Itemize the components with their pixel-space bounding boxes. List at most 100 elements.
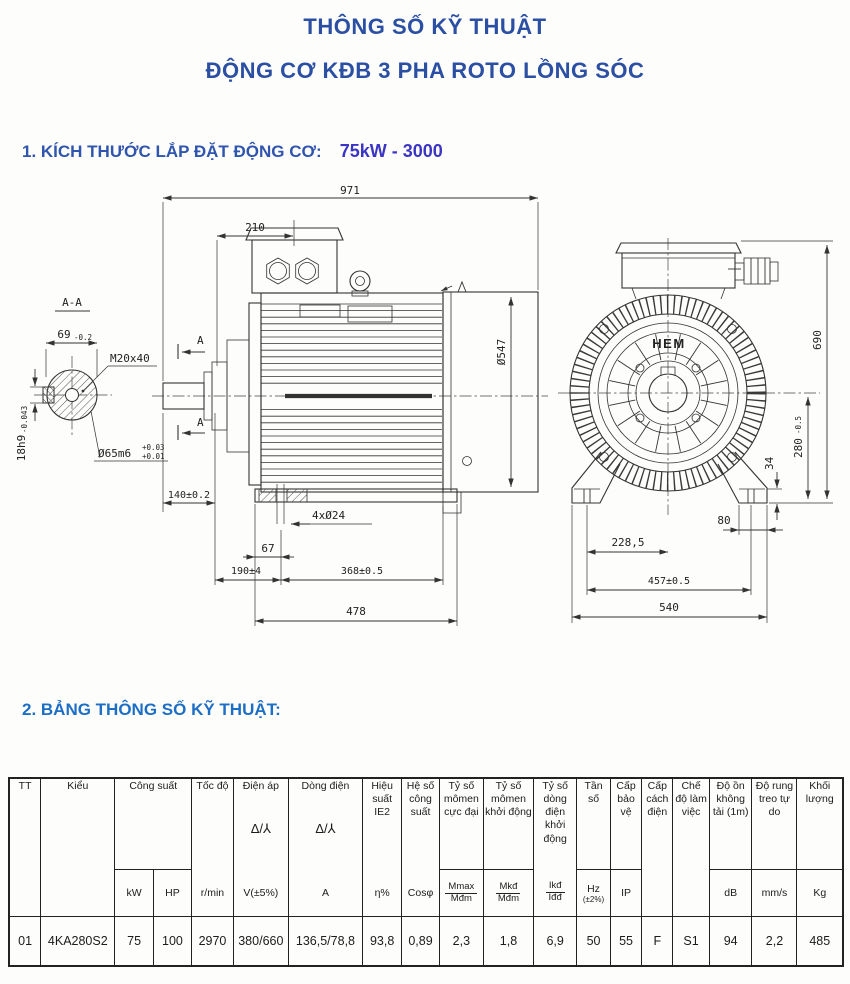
section1-heading: 1. KÍCH THƯỚC LẮP ĐẶT ĐỘNG CƠ:75kW - 300… xyxy=(22,141,443,162)
unit-power-factor: Cosφ xyxy=(401,869,440,917)
dim-shaft-length: 140±0.2 xyxy=(168,490,210,501)
svg-text:690: 690 xyxy=(811,330,824,350)
cell-insulation: F xyxy=(641,916,674,967)
dim-shaft-to-foot: 190±4 xyxy=(231,566,261,577)
front-view: HEM 690 280 -0.5 xyxy=(558,238,833,623)
dim-shaft-dia: Ø65m6 xyxy=(98,447,131,460)
dim-foot-length: 478 xyxy=(346,605,366,618)
unit-efficiency: η% xyxy=(362,869,403,917)
cell-model: 4KA280S2 xyxy=(40,916,116,967)
section1-label: 1. KÍCH THƯỚC LẮP ĐẶT ĐỘNG CƠ: xyxy=(22,142,322,161)
dim-thread: M20x40 xyxy=(110,352,150,365)
unit-voltage: V(±5%) xyxy=(232,869,289,917)
delta-star-symbol: Δ/⅄ xyxy=(315,821,336,837)
side-view: A A 971 210 Ø547 140±0.2 4xØ2 xyxy=(152,184,548,626)
svg-text:-0.043: -0.043 xyxy=(20,406,29,433)
cell-power-factor: 0,89 xyxy=(401,916,440,967)
svg-text:Ø547: Ø547 xyxy=(495,339,508,366)
dim-foot-holes: 4xØ24 xyxy=(312,509,345,522)
cell-freq: 50 xyxy=(576,916,611,967)
dim-key-section: 18h9 -0.043 xyxy=(15,406,29,461)
delta-star-symbol: Δ/⅄ xyxy=(250,821,271,837)
section2-label: 2. BẢNG THÔNG SỐ KỸ THUẬT: xyxy=(22,700,281,719)
svg-text:34: 34 xyxy=(763,456,776,470)
dim-foot-span-front: 457±0.5 xyxy=(648,576,690,587)
dim-box-offset: 210 xyxy=(245,221,265,234)
col-header-torque-max: Tỷ số mômen cực đại xyxy=(438,777,484,870)
cell-mass: 485 xyxy=(796,916,844,967)
cell-current-start: 6,9 xyxy=(532,916,578,967)
unit-kw: kW xyxy=(114,869,154,917)
section-view-label: A-A xyxy=(62,296,82,309)
col-header-current: Dòng điện Δ/⅄ xyxy=(287,777,364,870)
section-marker-bottom: A xyxy=(197,416,204,429)
dim-foot-span-side: 368±0.5 xyxy=(341,566,383,577)
svg-text:18h9: 18h9 xyxy=(15,435,28,462)
svg-text:280: 280 xyxy=(792,438,805,458)
spec-table-wrap: TT Kiểu Công suất Tốc độ Điện áp Δ/⅄ Dòn… xyxy=(8,777,844,967)
unit-mass: Kg xyxy=(796,869,844,917)
dim-shaft-dia-tol-upper: +0.03 xyxy=(142,443,165,452)
col-header-torque-start: Tỷ số mômen khởi động xyxy=(482,777,534,870)
cell-tt: 01 xyxy=(8,916,42,967)
page-title-line2: ĐỘNG CƠ KĐB 3 PHA ROTO LỒNG SÓC xyxy=(205,58,645,83)
col-header-insulation: Cấp cách điện xyxy=(641,777,674,917)
spec-table: TT Kiểu Công suất Tốc độ Điện áp Δ/⅄ Dòn… xyxy=(8,777,844,967)
col-header-efficiency: Hiệu suất IE2 xyxy=(362,777,403,870)
col-header-model: Kiểu xyxy=(40,777,116,917)
dim-shaft-height: 280 -0.5 xyxy=(792,416,805,458)
cell-hp: 100 xyxy=(152,916,193,967)
cell-protection: 55 xyxy=(609,916,643,967)
table-row: 01 4KA280S2 75 100 2970 380/660 136,5/78… xyxy=(8,916,844,967)
col-header-vibration: Độ rung treo tự do xyxy=(751,777,798,870)
dim-foot-pad-height: 34 xyxy=(763,456,776,470)
svg-text:-0.5: -0.5 xyxy=(794,416,803,434)
dim-half-foot-span: 228,5 xyxy=(611,536,644,549)
unit-protection: IP xyxy=(609,869,643,917)
cell-efficiency: 93,8 xyxy=(362,916,403,967)
col-header-voltage: Điện áp Δ/⅄ xyxy=(232,777,289,870)
unit-speed: r/min xyxy=(191,869,234,917)
cell-voltage: 380/660 xyxy=(232,916,289,967)
col-header-duty: Chế độ làm việc xyxy=(672,777,710,917)
col-header-tt: TT xyxy=(8,777,42,917)
dim-key-flat: 69 xyxy=(57,328,70,341)
cell-kw: 75 xyxy=(114,916,154,967)
unit-current: A xyxy=(287,869,364,917)
unit-hp: HP xyxy=(152,869,193,917)
cell-speed: 2970 xyxy=(191,916,234,967)
dim-foot-pad-width: 80 xyxy=(717,514,730,527)
dim-end-shield-dia: Ø547 xyxy=(495,339,508,366)
col-header-current-start: Tỷ số dòng điện khởi động xyxy=(532,777,578,870)
col-header-mass: Khối lượng xyxy=(796,777,844,870)
shaft-section-view: A-A 69 -0.2 M20x40 Ø65m6 +0.03 +0.01 xyxy=(15,296,168,462)
unit-vibration: mm/s xyxy=(751,869,798,917)
cell-current: 136,5/78,8 xyxy=(287,916,364,967)
cell-torque-max: 2,3 xyxy=(438,916,484,967)
cell-vibration: 2,2 xyxy=(751,916,798,967)
col-header-protection: Cấp bảo vệ xyxy=(609,777,643,870)
dim-foot-width-overall: 540 xyxy=(659,601,679,614)
section-marker-top: A xyxy=(197,334,204,347)
cell-noise: 94 xyxy=(708,916,753,967)
col-header-power-factor: Hệ số công suất xyxy=(401,777,440,870)
cell-duty: S1 xyxy=(672,916,710,967)
col-header-frequency: Tần số xyxy=(576,777,611,870)
col-header-noise: Độ ồn không tải (1m) xyxy=(708,777,753,870)
unit-frequency: Hz(±2%) xyxy=(576,869,611,917)
installation-drawing: A-A 69 -0.2 M20x40 Ø65m6 +0.03 +0.01 xyxy=(15,184,833,626)
page-title-line1: THÔNG SỐ KỸ THUẬT xyxy=(303,14,547,39)
dim-hole-offset: 67 xyxy=(261,542,274,555)
dim-overall-length: 971 xyxy=(340,184,360,197)
col-header-speed: Tốc độ xyxy=(191,777,234,870)
unit-noise: dB xyxy=(708,869,753,917)
cell-torque-start: 1,8 xyxy=(482,916,534,967)
dim-overall-height: 690 xyxy=(811,330,824,350)
section2-heading: 2. BẢNG THÔNG SỐ KỸ THUẬT: xyxy=(22,700,281,720)
brand-logo: HEM xyxy=(652,336,685,351)
dim-key-flat-tol: -0.2 xyxy=(74,333,92,342)
